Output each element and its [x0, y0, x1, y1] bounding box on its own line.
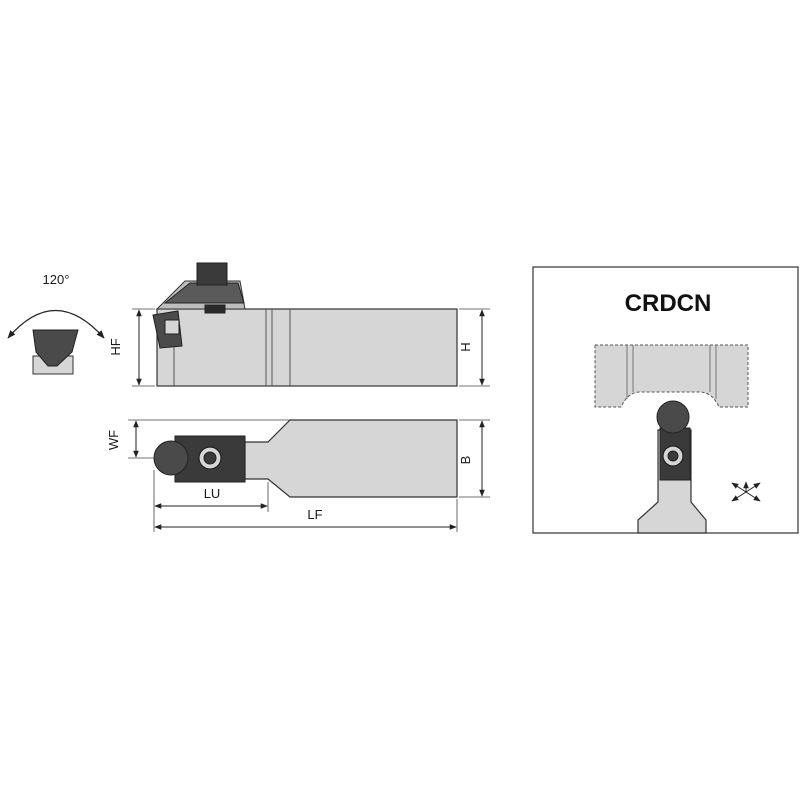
angle-arc	[7, 309, 105, 339]
lu-label: LU	[204, 486, 221, 501]
clamp	[163, 282, 245, 304]
panel-title: CRDCN	[625, 290, 712, 317]
hf-label: HF	[108, 338, 123, 355]
feed-direction-icon	[731, 481, 761, 502]
clamp-screw	[196, 262, 228, 286]
angle-label: 120°	[43, 272, 70, 287]
side-view: HF H	[108, 262, 490, 387]
lf-label: LF	[307, 507, 322, 522]
shank-side	[156, 308, 458, 387]
panel-round-insert	[656, 400, 690, 434]
insert-angle-detail: 120°	[7, 272, 105, 375]
insert-tip	[32, 329, 79, 367]
top-view: WF B LU LF	[106, 419, 490, 532]
b-label: B	[458, 456, 473, 465]
h-label: H	[458, 342, 473, 351]
wf-label: WF	[106, 430, 121, 450]
shank-top	[244, 419, 458, 498]
round-insert	[153, 440, 189, 476]
crdcn-panel: CRDCN	[532, 266, 799, 534]
